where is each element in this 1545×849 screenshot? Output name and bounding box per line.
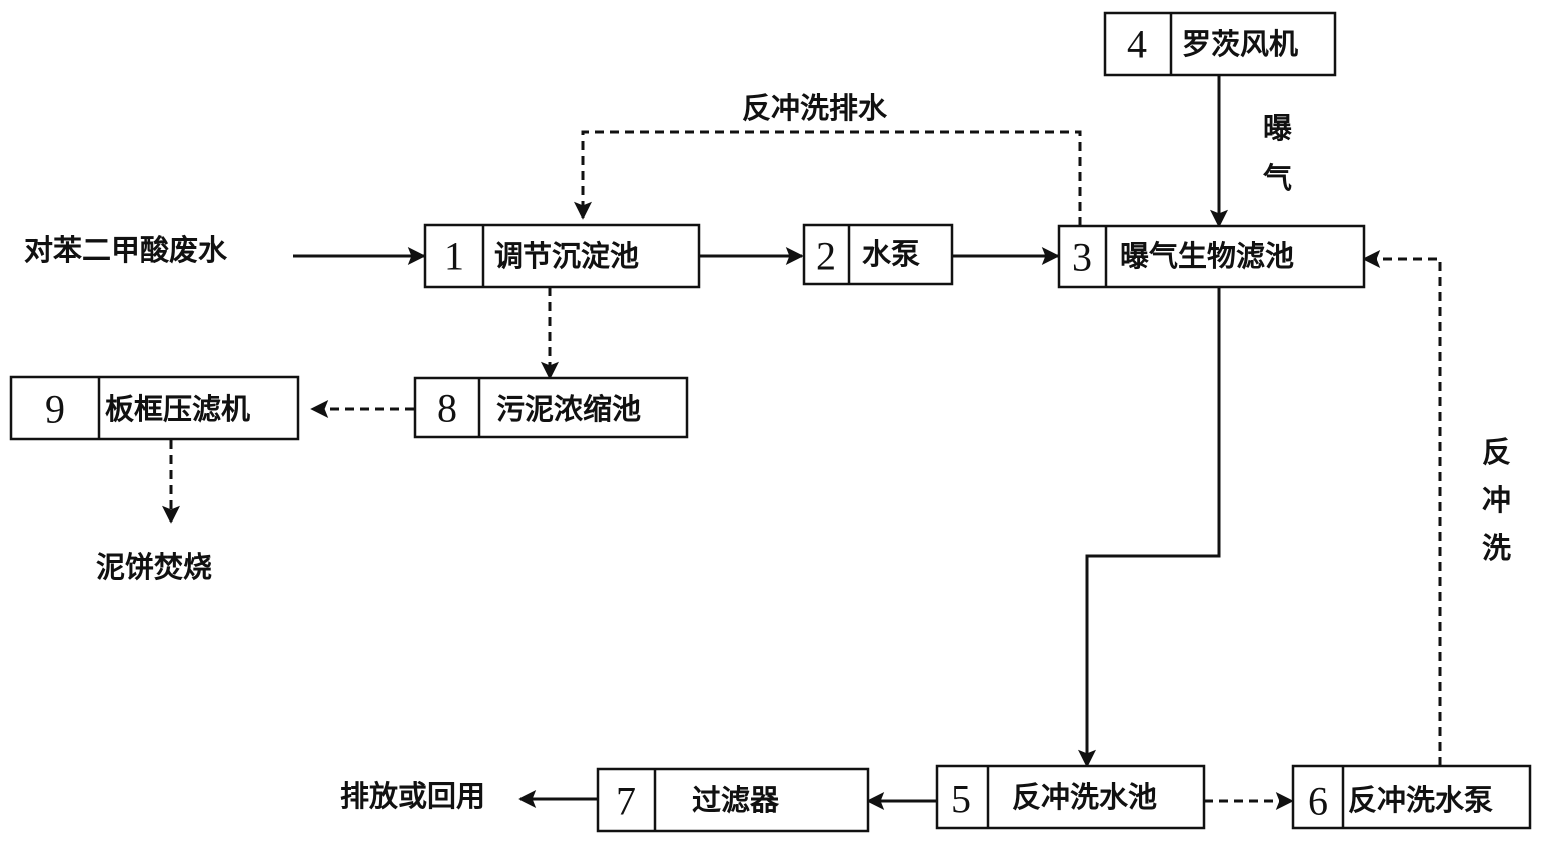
backwash-drain-label: 反冲洗排水 <box>742 91 888 125</box>
node-number: 9 <box>45 387 65 432</box>
node-9-plate-frame-filter-press: 9 板框压滤机 <box>9 375 300 441</box>
node-label: 反冲洗水池 <box>1012 780 1157 814</box>
edge-3-to-1 <box>574 130 1082 226</box>
node-4-roots-blower: 4 罗茨风机 <box>1103 11 1337 77</box>
node-number: 7 <box>616 779 636 824</box>
node-7-filter: 7 过滤器 <box>596 767 870 833</box>
node-label: 调节沉淀池 <box>494 239 639 273</box>
node-label: 水泵 <box>862 237 920 271</box>
sludge-cake-label: 泥饼焚烧 <box>96 550 212 584</box>
backwash-label: 反 冲 洗 <box>1482 435 1521 565</box>
output-label: 排放或回用 <box>340 779 485 813</box>
node-label: 曝气生物滤池 <box>1120 239 1294 273</box>
node-number: 2 <box>816 234 836 279</box>
node-number: 3 <box>1072 235 1092 280</box>
node-label: 罗茨风机 <box>1182 27 1298 61</box>
node-5-backwash-tank: 5 反冲洗水池 <box>935 764 1206 830</box>
edge-3-to-5 <box>1078 287 1221 768</box>
aeration-label: 曝 气 <box>1262 111 1302 195</box>
input-label: 对苯二甲酸废水 <box>24 233 228 267</box>
node-number: 5 <box>951 777 971 822</box>
edge-6-to-3 <box>1362 250 1442 766</box>
node-label: 反冲洗水泵 <box>1348 783 1493 817</box>
node-label: 板框压滤机 <box>105 392 250 426</box>
node-number: 4 <box>1127 22 1147 67</box>
node-number: 8 <box>437 386 457 431</box>
node-8-sludge-thickener: 8 污泥浓缩池 <box>413 376 689 439</box>
node-number: 6 <box>1308 779 1328 824</box>
node-3-biological-aerated-filter: 3 曝气生物滤池 <box>1057 224 1366 289</box>
node-number: 1 <box>444 234 464 279</box>
node-label: 污泥浓缩池 <box>496 392 641 426</box>
node-1-conditioning-sedimentation-tank: 1 调节沉淀池 <box>423 223 701 289</box>
node-2-water-pump: 2 水泵 <box>802 223 954 286</box>
node-6-backwash-pump: 6 反冲洗水泵 <box>1291 764 1532 830</box>
node-label: 过滤器 <box>692 783 780 817</box>
connectors <box>162 75 1442 810</box>
